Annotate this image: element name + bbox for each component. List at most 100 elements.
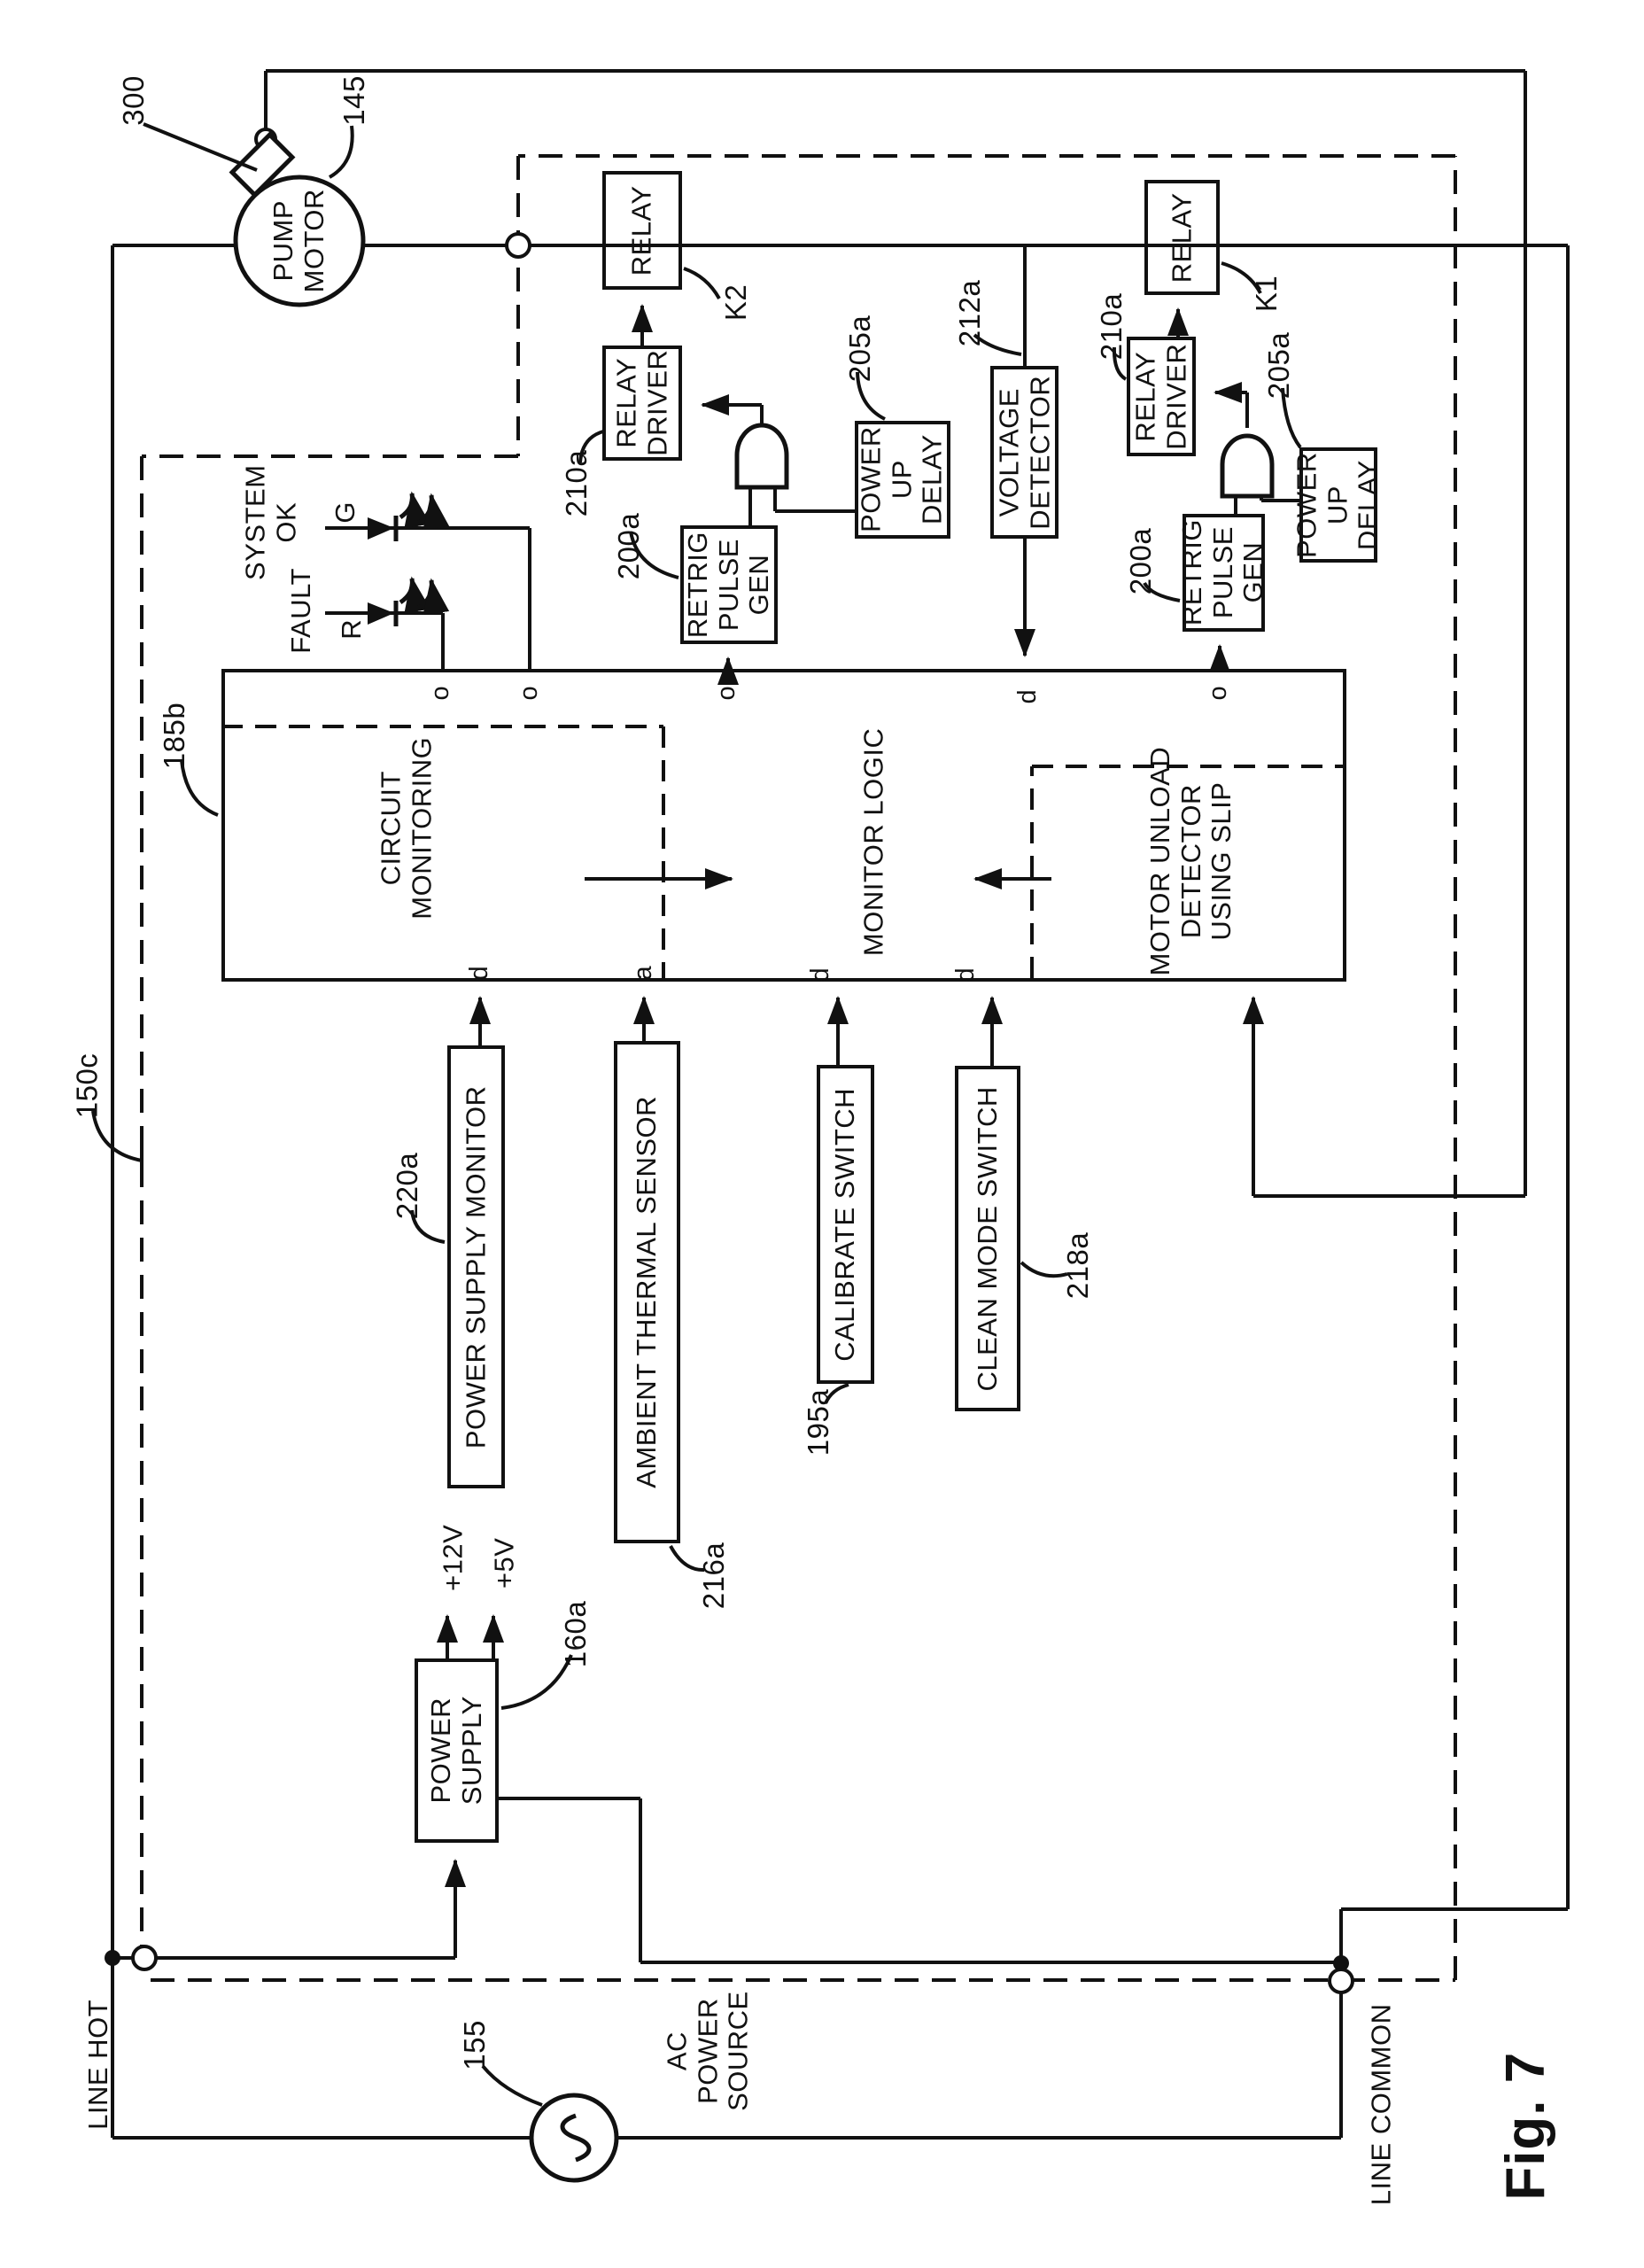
ref-205a: 205a <box>843 315 877 382</box>
relay-k1-box: RELAY <box>1144 180 1220 295</box>
relay-driver-k1-box: RELAY DRIVER <box>1127 337 1196 456</box>
monitor-logic-label: MONITOR LOGIC <box>857 727 889 956</box>
clean-mode-switch-box: CLEAN MODE SWITCH <box>955 1066 1020 1411</box>
ref-160a: 160a <box>559 1600 593 1667</box>
circuit-monitoring-label: CIRCUIT MONITORING <box>375 737 437 920</box>
power-supply-label: POWER SUPPLY <box>424 1696 487 1806</box>
ref-150c: 150c <box>70 1052 104 1118</box>
figure-caption-wrap: Fig. 7 <box>1446 2038 1606 2215</box>
ref-150c-wrap: 150c <box>57 1014 119 1156</box>
ref-200a: 200a <box>612 512 646 579</box>
power-up-delay-k1-box: POWER UP DELAY <box>1291 447 1384 563</box>
calibrate-switch-box: CALIBRATE SWITCH <box>817 1065 874 1384</box>
line-common-label: LINE COMMON <box>1365 2003 1397 2205</box>
ref-200a-right-wrap: 200a <box>1111 490 1173 632</box>
ref-205a-left-wrap: 205a <box>830 277 892 419</box>
ref-195a-wrap: 195a <box>788 1351 850 1493</box>
boundary-terminal-circle <box>131 1945 158 1971</box>
power-supply-monitor-label: POWER SUPPLY MONITOR <box>460 1085 492 1449</box>
terminal-o: o <box>425 685 454 701</box>
g-wrap: G <box>319 485 372 539</box>
ref-145-wrap: 145 <box>323 29 385 171</box>
relay-k1-label: RELAY <box>1166 192 1198 283</box>
line-common-wrap: LINE COMMON <box>1351 2003 1413 2205</box>
controller-boundary-dashed <box>140 154 1457 1982</box>
motor-unload-wrap: MOTOR UNLOAD DETECTOR USING SLIP <box>1138 747 1245 976</box>
ref-185b-wrap: 185b <box>144 664 206 806</box>
pump-motor-label: PUMP MOTOR <box>268 189 330 293</box>
relay-k2-label: RELAY <box>625 185 657 276</box>
ref-220a: 220a <box>391 1152 424 1219</box>
ref-210a: 210a <box>560 449 593 517</box>
red-led-letter: R <box>335 618 367 640</box>
submodule-boundaries-dashed <box>221 725 1343 978</box>
ref-210a-right-wrap: 210a <box>1082 255 1144 397</box>
retrig-pulse-gen-k1-box: RETRIG PULSE GEN <box>1176 514 1269 632</box>
motor-circle <box>233 175 366 307</box>
ref-218a: 218a <box>1061 1231 1095 1299</box>
line-hot-wrap: LINE HOT <box>67 1993 129 2135</box>
ac-source-symbol <box>529 2093 619 2183</box>
ambient-thermal-sensor-label: AMBIENT THERMAL SENSOR <box>631 1096 663 1488</box>
boundary-terminal-circle <box>505 232 531 259</box>
terminal-o: o <box>514 685 543 701</box>
green-led-icon <box>368 517 394 540</box>
boundary-terminal-circle <box>1328 1968 1354 1994</box>
monitor-logic-box <box>221 669 1346 982</box>
pump-motor-label-wrap: PUMP MOTOR <box>246 188 353 294</box>
circuit-monitoring-wrap: CIRCUIT MONITORING <box>353 737 460 920</box>
ref-k2: K2 <box>719 284 753 321</box>
plus-12v-label: +12V <box>437 1524 469 1591</box>
ref-300-wrap: 300 <box>103 29 165 171</box>
ref-220a-wrap: 220a <box>377 1115 439 1256</box>
junction-dot <box>105 1950 120 1966</box>
red-led-icon <box>368 602 394 625</box>
monitor-logic-wrap: MONITOR LOGIC <box>821 727 927 955</box>
ac-power-source-wrap: AC POWER SOURCE <box>655 1991 762 2111</box>
power-up-delay-k2-box: POWER UP DELAY <box>855 421 950 539</box>
reference-leaders <box>91 122 1302 2107</box>
terminal-o: o <box>1203 685 1232 701</box>
ref-155-wrap: 155 <box>444 1974 506 2116</box>
junction-dot <box>1333 1955 1349 1971</box>
ref-195a: 195a <box>802 1388 835 1456</box>
and-gate-k2-icon <box>734 423 789 490</box>
ref-155: 155 <box>457 2019 491 2070</box>
ambient-thermal-sensor-box: AMBIENT THERMAL SENSOR <box>614 1041 680 1543</box>
k2-driver-wiring <box>632 304 855 685</box>
power-supply-monitor-box: POWER SUPPLY MONITOR <box>447 1045 505 1488</box>
fault-label: FAULT <box>284 567 316 654</box>
fault-wrap: FAULT <box>275 557 328 664</box>
ref-160a-wrap: 160a <box>546 1563 608 1705</box>
plus-5v-label: +5V <box>488 1537 520 1588</box>
power-supply-box: POWER SUPPLY <box>415 1658 499 1843</box>
calibrate-switch-label: CALIBRATE SWITCH <box>829 1087 861 1362</box>
ref-145: 145 <box>337 74 370 126</box>
ref-200a: 200a <box>1124 527 1158 594</box>
motor-unload-label: MOTOR UNLOAD DETECTOR USING SLIP <box>1144 746 1237 976</box>
voltage-detector-box: VOLTAGE DETECTOR <box>990 366 1059 539</box>
retrig-k2-label: RETRIG PULSE GEN <box>681 531 775 639</box>
main-power-wires <box>111 69 1570 2140</box>
line-hot-label: LINE HOT <box>81 1999 113 2130</box>
power-up-delay-k2-label: POWER UP DELAY <box>855 426 949 533</box>
green-led-letter: G <box>329 501 361 524</box>
ref-216a-wrap: 216a <box>684 1504 746 1646</box>
terminal-o: o <box>711 685 741 701</box>
sensor-input-arrows <box>469 996 1003 1066</box>
retrig-k1-label: RETRIG PULSE GEN <box>1176 519 1269 626</box>
relay-driver-k2-label: RELAY DRIVER <box>610 349 673 457</box>
terminal-d: d <box>950 967 980 983</box>
ref-300: 300 <box>116 74 150 126</box>
motor-shaft-icon <box>229 131 296 198</box>
retrig-pulse-gen-k2-box: RETRIG PULSE GEN <box>680 525 778 644</box>
ref-212a-wrap: 212a <box>940 242 1002 384</box>
dc-output-arrows <box>437 1614 504 1658</box>
ref-216a: 216a <box>697 1542 731 1609</box>
ref-k2-wrap: K2 <box>706 231 768 373</box>
clean-mode-switch-label: CLEAN MODE SWITCH <box>971 1085 1003 1392</box>
ac-power-source-label: AC POWER SOURCE <box>661 1991 755 2111</box>
ref-k1-wrap: K1 <box>1237 222 1299 364</box>
terminal-d: d <box>464 965 493 981</box>
